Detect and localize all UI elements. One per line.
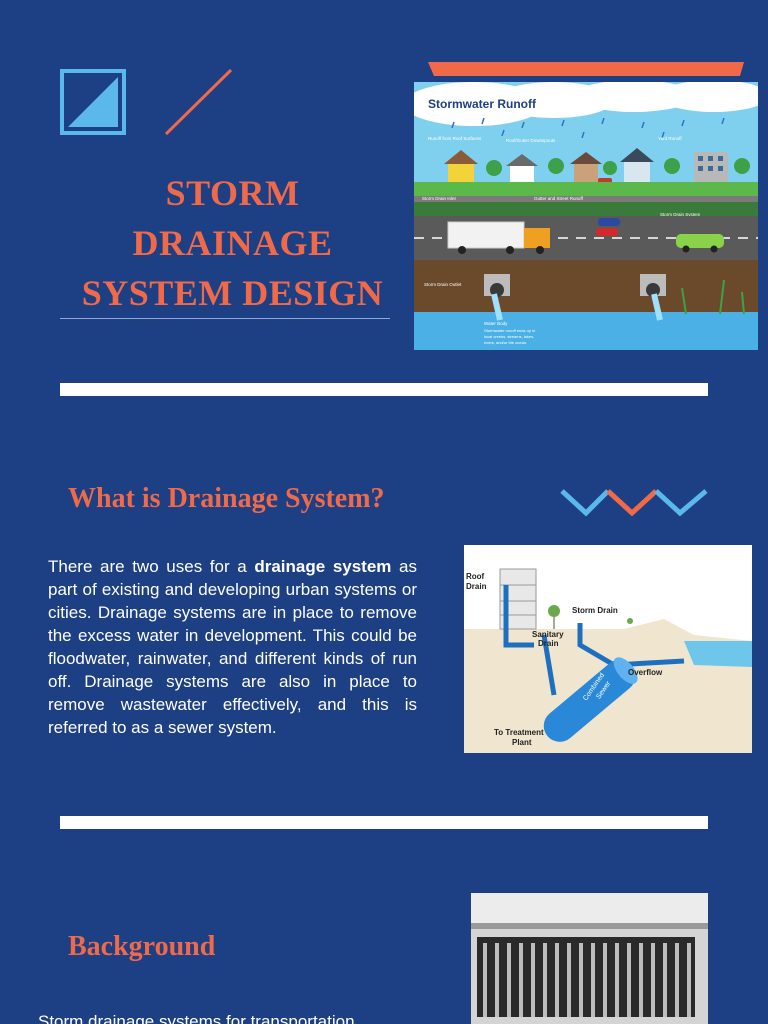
label-storm-drain-inlet-top: Storm Drain Inlet <box>422 196 457 201</box>
label-to-treatment: To Treatment <box>494 728 544 737</box>
label-water-note-1: Stormwater runoff ends up in <box>484 328 535 333</box>
section-divider <box>60 383 708 396</box>
label-water-body: Water Body <box>484 321 508 326</box>
title-line-2: DRAINAGE <box>132 223 333 263</box>
half-filled-square-icon <box>60 69 126 135</box>
title-line-3: SYSTEM DESIGN <box>81 273 384 313</box>
intro-text-pre: There are two uses for a <box>48 557 255 576</box>
intro-text-post: as part of existing and developing urban… <box>48 557 417 737</box>
label-gutter-street: Gutter and Street Runoff <box>534 196 584 201</box>
intro-text-bold: drainage system <box>254 557 392 576</box>
label-roof-drain: Drain <box>466 582 487 591</box>
title-line-1: STORM <box>165 173 300 213</box>
background-paragraph: Storm drainage systems for transportatio… <box>38 1012 355 1024</box>
label-water-note-3: rivers, and/or the ocean. <box>484 340 527 345</box>
label-storm-drain: Storm Drain <box>572 606 618 615</box>
label-downspouts: Roof/Gutter Downspouts <box>506 138 556 143</box>
combined-sewer-diagram: Roof Drain Storm Drain Sanitary Drain Co… <box>464 545 752 753</box>
intro-paragraph: There are two uses for a drainage system… <box>48 555 417 739</box>
label-sanitary-drain: Drain <box>538 639 559 648</box>
label-storm-drain-outlet: Storm Drain Outlet <box>424 282 462 287</box>
label-roof-runoff: Runoff from Roof Surfaces <box>428 136 482 141</box>
heading-background: Background <box>68 931 216 962</box>
heading-what-is-drainage: What is Drainage System? <box>68 483 385 514</box>
label-overflow: Overflow <box>628 668 663 677</box>
section-divider <box>60 816 708 829</box>
label-yard-runoff: Yard Runoff <box>658 136 682 141</box>
title-underline <box>60 318 390 319</box>
label-sanitary: Sanitary <box>532 630 564 639</box>
stormwater-runoff-infographic: Stormwater Runoff Runoff from Roof Surfa… <box>414 82 758 350</box>
drain-grate-photo <box>471 893 708 1024</box>
label-water-note-2: local creeks, streams, lakes, <box>484 334 534 339</box>
page-title: STORM DRAINAGE SYSTEM DESIGN <box>60 168 405 318</box>
zigzag-decoration-icon <box>560 489 708 517</box>
runoff-heading: Stormwater Runoff <box>428 97 537 111</box>
orange-accent-bar <box>428 62 744 76</box>
label-roof: Roof <box>466 572 485 581</box>
orange-slash-icon <box>164 68 233 136</box>
label-storm-drain-system-top: Storm Drain System <box>660 212 701 217</box>
label-plant: Plant <box>512 738 532 747</box>
